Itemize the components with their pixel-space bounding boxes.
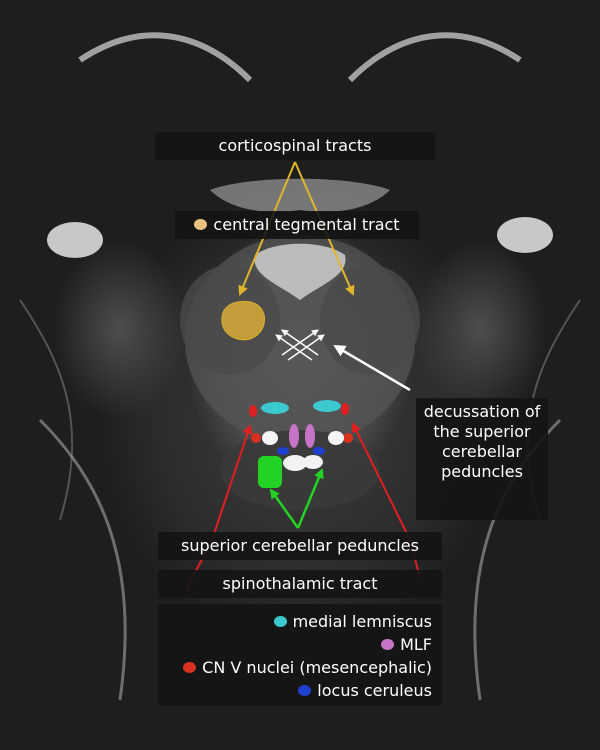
legend-dot-icon <box>183 662 196 673</box>
cn-v-nucleus-left <box>251 433 261 443</box>
spinothalamic-bright-right <box>303 455 323 469</box>
legend-label: medial lemniscus <box>293 612 432 631</box>
scp-marker-right <box>341 403 349 415</box>
mlf-right <box>305 424 315 448</box>
legend-dot-icon <box>274 616 287 627</box>
label-decussation: decussation of the superior cerebellar p… <box>416 398 548 520</box>
legend-item: locus ceruleus <box>158 679 432 702</box>
label-corticospinal-tracts: corticospinal tracts <box>155 132 435 160</box>
legend-label: MLF <box>400 635 432 654</box>
legend-dot-icon <box>298 685 311 696</box>
mlf-left <box>289 424 299 448</box>
central-tegmental-text: central tegmental tract <box>213 215 399 234</box>
spinothalamic-white-right <box>328 431 344 445</box>
legend: medial lemniscus MLF CN V nuclei (mesenc… <box>158 604 442 706</box>
medial-lemniscus-left <box>261 402 289 414</box>
label-superior-cerebellar-peduncles: superior cerebellar peduncles <box>158 532 442 560</box>
locus-ceruleus-left <box>277 447 289 455</box>
legend-item: MLF <box>158 633 432 656</box>
locus-ceruleus-right <box>313 447 325 455</box>
legend-dot-icon <box>381 639 394 650</box>
cn-v-nucleus-right <box>343 433 353 443</box>
central-tegmental-tract-region <box>222 301 265 339</box>
legend-label: CN V nuclei (mesencephalic) <box>202 658 432 677</box>
medial-lemniscus-right <box>313 400 341 412</box>
legend-label: locus ceruleus <box>317 681 432 700</box>
spinothalamic-white-left <box>262 431 278 445</box>
spinothalamic-tract-region <box>258 456 282 488</box>
label-central-tegmental-tract: central tegmental tract <box>175 211 419 239</box>
legend-item: medial lemniscus <box>158 610 432 633</box>
central-tegmental-dot-icon <box>194 219 207 230</box>
legend-item: CN V nuclei (mesencephalic) <box>158 656 432 679</box>
scp-marker-left <box>249 405 257 417</box>
label-spinothalamic-tract: spinothalamic tract <box>158 570 442 598</box>
